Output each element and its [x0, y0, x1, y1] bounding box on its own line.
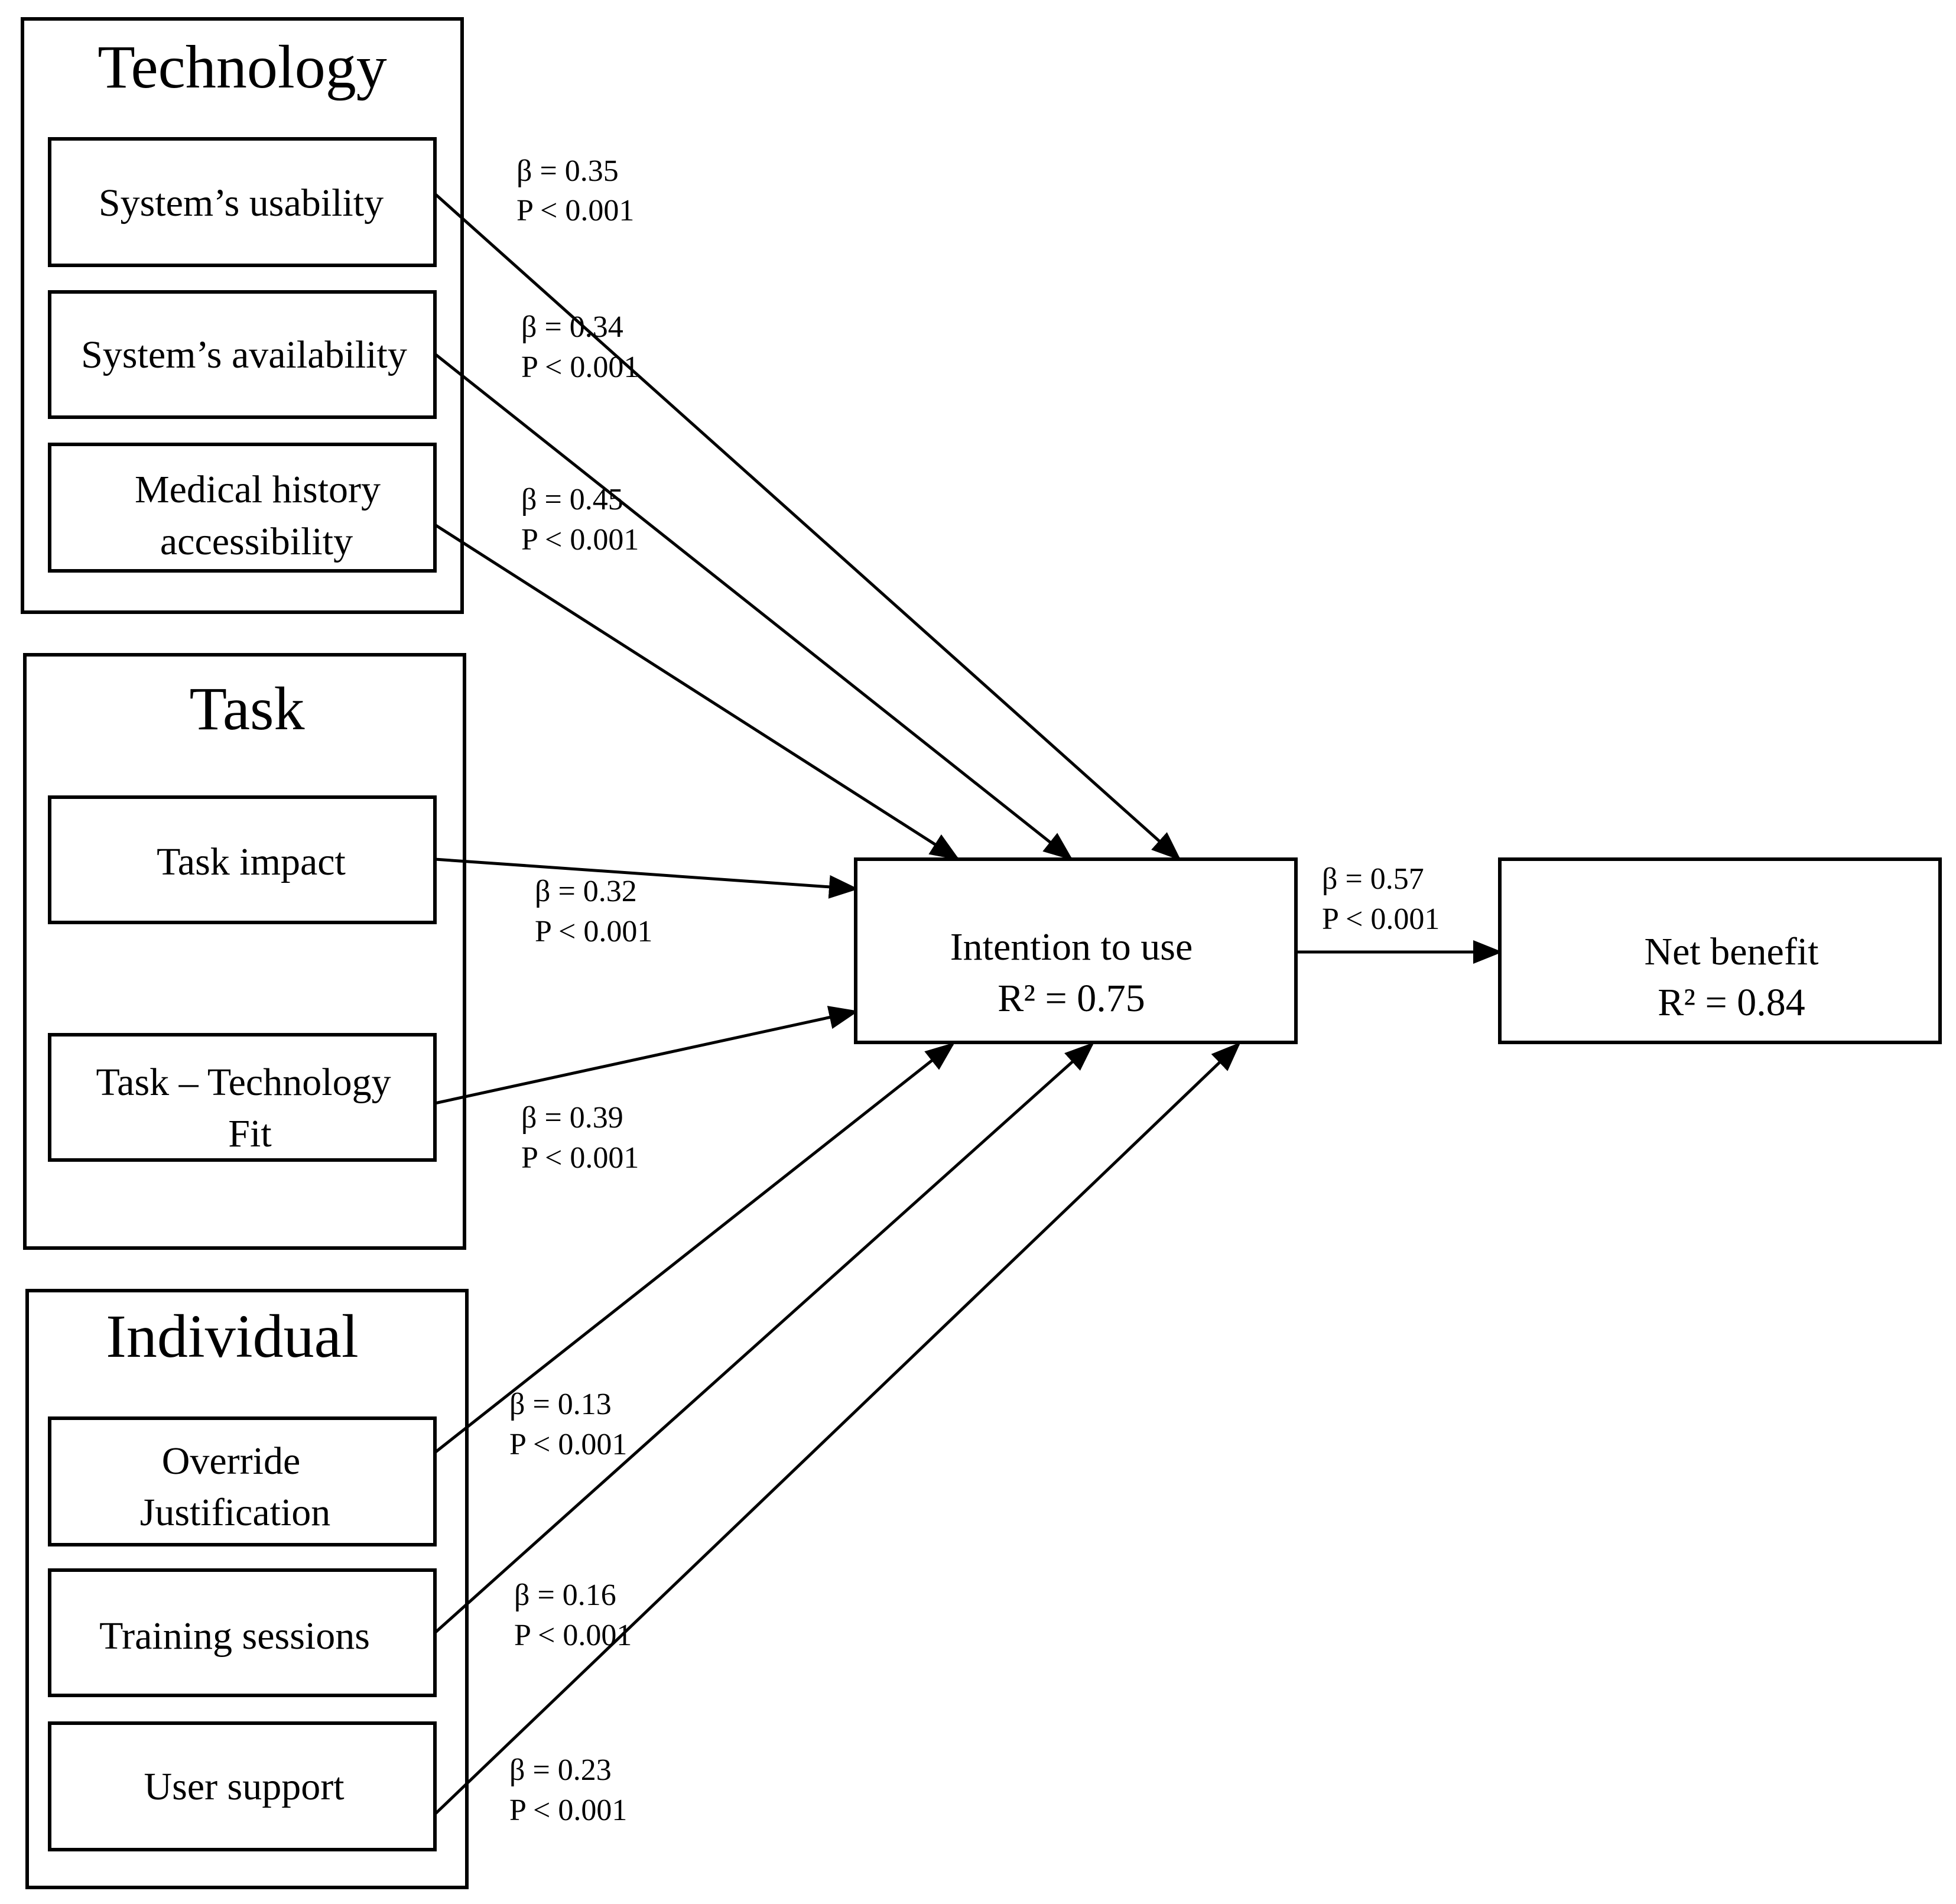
path-usability-to-intention	[434, 193, 1181, 861]
intention-to-use-label: Intention to use	[950, 925, 1193, 969]
path-override-to-intention	[434, 1042, 955, 1454]
path-availability-to-intention	[434, 353, 1073, 861]
medical-history-label-line2: accessibility	[160, 520, 353, 563]
intention-p: P < 0.001	[1322, 902, 1440, 936]
training-sessions-box	[48, 1568, 437, 1697]
technology-group-title: Technology	[98, 33, 386, 101]
system-usability-box	[48, 137, 437, 267]
path-ttf-to-intention	[434, 1006, 859, 1105]
task-technology-fit-label-line2: Fit	[228, 1112, 271, 1155]
support-p: P < 0.001	[509, 1793, 627, 1827]
task-group-title: Task	[190, 675, 305, 743]
override-p: P < 0.001	[509, 1428, 627, 1461]
system-availability-box	[48, 290, 437, 419]
individual-group	[25, 1289, 469, 1889]
task-technology-fit-label-line1: Task – Technology	[96, 1061, 391, 1104]
net-benefit-box	[1498, 857, 1942, 1044]
intention-r-squared: R² = 0.75	[998, 977, 1145, 1020]
system-availability-label: System’s availability	[81, 333, 407, 376]
task-group	[23, 653, 466, 1250]
net-benefit-label: Net benefit	[1644, 930, 1818, 973]
medical-history-box	[48, 443, 437, 573]
usability-p: P < 0.001	[516, 194, 634, 228]
medical-p: P < 0.001	[521, 523, 639, 557]
user-support-label: User support	[144, 1765, 344, 1808]
ttf-beta: β = 0.39	[521, 1101, 623, 1135]
user-support-box	[48, 1721, 437, 1851]
net-benefit-r-squared: R² = 0.84	[1658, 981, 1805, 1024]
intention-to-use-box	[854, 857, 1298, 1044]
usability-beta: β = 0.35	[516, 154, 619, 188]
override-beta: β = 0.13	[509, 1388, 612, 1421]
medical-beta: β = 0.45	[521, 483, 623, 516]
path-medical-to-intention	[434, 523, 960, 860]
availability-beta: β = 0.34	[521, 310, 623, 344]
override-justification-label-line1: Override	[162, 1440, 301, 1483]
task-impact-beta: β = 0.32	[535, 875, 637, 908]
task-technology-fit-box	[48, 1033, 437, 1162]
override-justification-box	[48, 1416, 437, 1546]
ttf-p: P < 0.001	[521, 1141, 639, 1175]
support-beta: β = 0.23	[509, 1753, 612, 1787]
path-support-to-intention	[434, 1042, 1241, 1815]
task-impact-p: P < 0.001	[535, 915, 652, 948]
medical-history-label-line1: Medical history	[135, 468, 381, 511]
availability-p: P < 0.001	[521, 350, 639, 384]
system-usability-label: System’s usability	[99, 181, 384, 225]
training-sessions-label: Training sessions	[99, 1614, 370, 1658]
intention-beta: β = 0.57	[1322, 862, 1424, 896]
training-p: P < 0.001	[514, 1619, 632, 1652]
technology-group	[21, 17, 464, 614]
override-justification-label-line2: Justification	[140, 1491, 331, 1534]
path-training-to-intention	[434, 1042, 1094, 1634]
training-beta: β = 0.16	[514, 1578, 616, 1612]
individual-group-title: Individual	[106, 1302, 358, 1370]
task-impact-label: Task impact	[157, 840, 346, 883]
task-impact-box	[48, 795, 437, 924]
path-task-impact-to-intention	[434, 857, 859, 899]
